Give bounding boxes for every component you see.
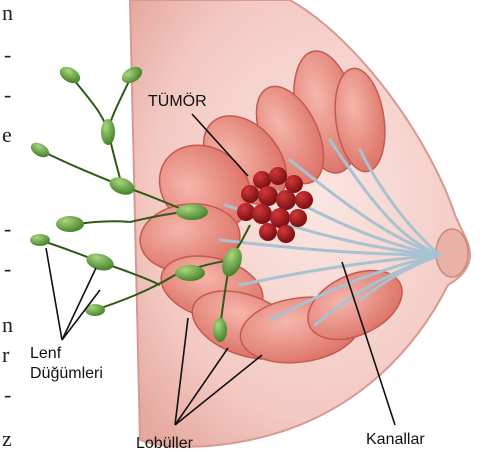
nipple [436, 229, 468, 277]
lymph-node [176, 204, 208, 220]
side-char: - [4, 382, 11, 407]
lymph-node [56, 216, 84, 232]
lymph-node [175, 265, 205, 281]
side-char: r [2, 342, 10, 367]
side-char: n [2, 312, 13, 337]
side-char: - [4, 256, 11, 281]
side-char: z [2, 426, 12, 451]
side-char: - [4, 216, 11, 241]
side-char: n [2, 0, 13, 25]
tumor-label: TÜMÖR [148, 92, 207, 110]
lymph-node [84, 251, 115, 274]
lymph-node [213, 318, 227, 342]
lymph-node [30, 234, 50, 246]
side-char: e [2, 122, 12, 147]
side-char: - [4, 82, 11, 107]
side-text-column: n - - e - - n r - z [2, 0, 13, 451]
lymph-nodes-label-line2: Düğümleri [30, 365, 103, 382]
lymph-nodes-label-line1: Lenf [30, 345, 62, 362]
lymph-node [57, 63, 83, 86]
lymph-node [28, 140, 51, 160]
lymph-node [107, 174, 137, 198]
side-char: - [4, 42, 11, 67]
lymph-node [101, 119, 115, 145]
lobules-label: Lobüller [136, 435, 194, 452]
ducts-label: Kanallar [366, 431, 425, 448]
